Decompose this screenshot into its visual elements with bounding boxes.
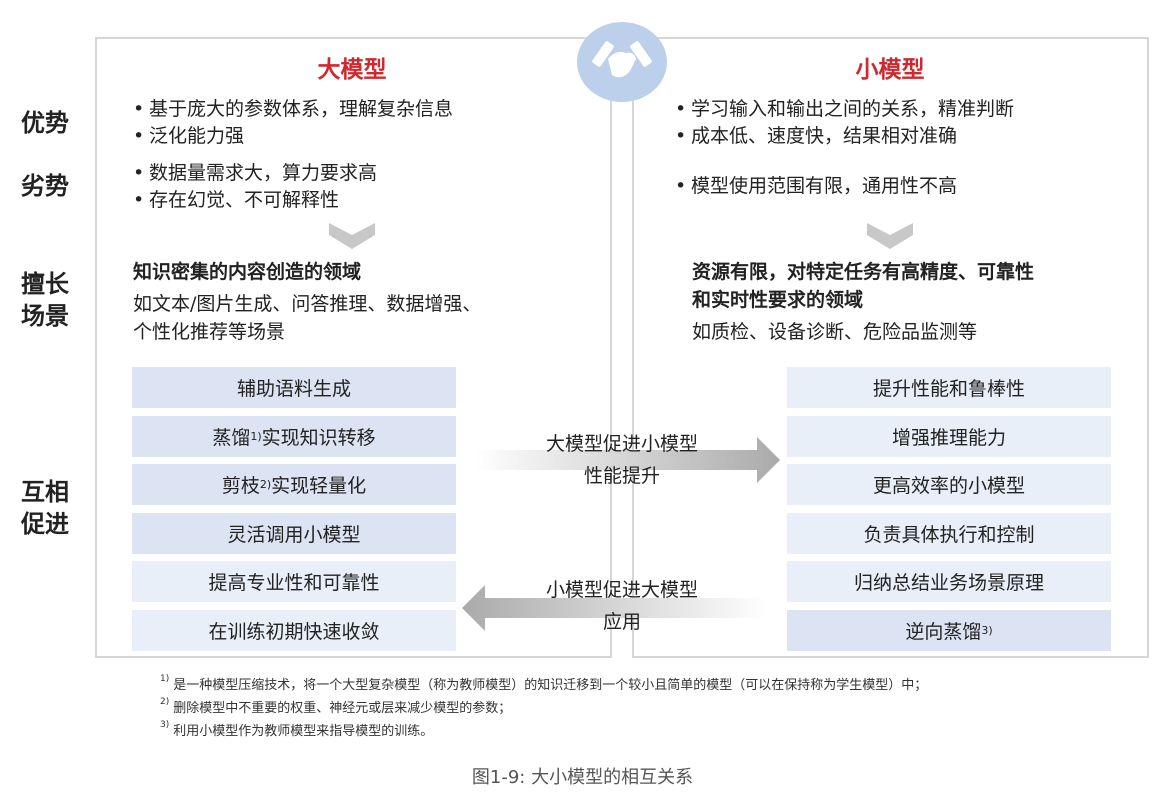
big-scene: 知识密集的内容创造的领域 如文本/图片生成、问答推理、数据增强、 个性化推荐等场… <box>133 258 481 346</box>
big-disadvantage-1: •数据量需求大，算力要求高 <box>133 162 378 184</box>
big-scene-desc: 如文本/图片生成、问答推理、数据增强、 <box>133 293 482 315</box>
footnote-ref: 2) <box>259 477 272 491</box>
footnote-ref: 3) <box>981 623 993 637</box>
box-text: 归纳总结业务场景原理 <box>853 572 1044 594</box>
figure-caption: 图1-9: 大小模型的相互关系 <box>471 767 694 788</box>
label-scene: 擅长场景 <box>10 268 80 332</box>
big-advantage-1: •基于庞大的参数体系，理解复杂信息 <box>133 98 454 120</box>
box-text: 灵活调用小模型 <box>227 524 361 546</box>
label-scene-line2: 场景 <box>21 302 69 330</box>
small-model-box: 提升性能和鲁棒性 <box>787 367 1111 408</box>
box-text: 辅助语料生成 <box>236 378 351 400</box>
label-mutual-line2: 促进 <box>21 510 69 538</box>
big-model-box: 在训练初期快速收敛 <box>132 610 456 651</box>
small-advantage-2: •成本低、速度快，结果相对准确 <box>675 125 958 147</box>
small-scene-title: 资源有限，对特定任务有高精度、可靠性 <box>692 261 1035 283</box>
small-model-box: 更高效率的小模型 <box>787 464 1111 505</box>
big-model-panel <box>95 37 612 658</box>
small-advantage-1: •学习输入和输出之间的关系，精准判断 <box>675 98 1015 120</box>
box-text: 蒸馏 <box>212 427 251 449</box>
box-text: 剪枝 <box>221 475 260 497</box>
chevron-down-icon <box>329 223 375 249</box>
label-mutual: 互相促进 <box>10 476 80 540</box>
label-disadvantage: 劣势 <box>21 172 69 200</box>
big-advantage-2: •泛化能力强 <box>133 125 245 147</box>
arrow-label-big-to-small: 大模型促进小模型性能提升 <box>545 433 698 487</box>
small-model-box: 增强推理能力 <box>787 416 1111 457</box>
label-advantage: 优势 <box>21 109 69 137</box>
handshake-icon <box>577 22 667 102</box>
chevron-down-icon <box>867 223 913 249</box>
footnote-3: 3)利用小模型作为教师模型来指导模型的训练。 <box>160 720 434 739</box>
box-text: 增强推理能力 <box>891 427 1006 449</box>
footnote-2: 2)删除模型中不重要的权重、神经元或层来减少模型的参数； <box>160 697 512 716</box>
small-model-panel <box>632 37 1149 658</box>
big-model-box: 灵活调用小模型 <box>132 513 456 554</box>
box-text: 在训练初期快速收敛 <box>208 621 380 643</box>
big-model-title: 大模型 <box>317 57 387 83</box>
label-scene-line1: 擅长 <box>21 270 69 298</box>
arrow-label-small-to-big: 小模型促进大模型应用 <box>545 579 698 633</box>
arrow-left-icon <box>462 585 767 631</box>
footnote-1: 1)是一种模型压缩技术，将一个大型复杂模型（称为教师模型）的知识迁移到一个较小且… <box>160 674 928 693</box>
box-text: 提升性能和鲁棒性 <box>872 378 1025 400</box>
big-disadvantage-2: •存在幻觉、不可解释性 <box>133 189 340 211</box>
box-text: 逆向蒸馏 <box>905 621 982 643</box>
small-model-title: 小模型 <box>855 57 925 83</box>
small-model-box: 负责具体执行和控制 <box>787 513 1111 554</box>
big-scene-title: 知识密集的内容创造的领域 <box>133 261 362 283</box>
footnote-ref: 1) <box>250 429 262 443</box>
small-disadvantage-1: •模型使用范围有限，通用性不高 <box>675 175 958 197</box>
label-mutual-line1: 互相 <box>21 478 69 506</box>
big-model-box: 提高专业性和可靠性 <box>132 561 456 602</box>
big-model-box: 辅助语料生成 <box>132 367 456 408</box>
small-scene-desc: 如质检、设备诊断、危险品监测等 <box>692 321 978 343</box>
box-text: 实现知识转移 <box>261 427 376 449</box>
small-scene-title: 和实时性要求的领域 <box>692 289 864 311</box>
small-scene: 资源有限，对特定任务有高精度、可靠性 和实时性要求的领域 如质检、设备诊断、危险… <box>692 258 1034 346</box>
arrow-right-icon <box>475 437 780 483</box>
box-text: 实现轻量化 <box>271 475 367 497</box>
box-text: 负责具体执行和控制 <box>863 524 1035 546</box>
box-text: 更高效率的小模型 <box>872 475 1025 497</box>
box-text: 提高专业性和可靠性 <box>208 572 380 594</box>
small-model-box: 归纳总结业务场景原理 <box>787 561 1111 602</box>
big-scene-desc: 个性化推荐等场景 <box>133 321 286 343</box>
